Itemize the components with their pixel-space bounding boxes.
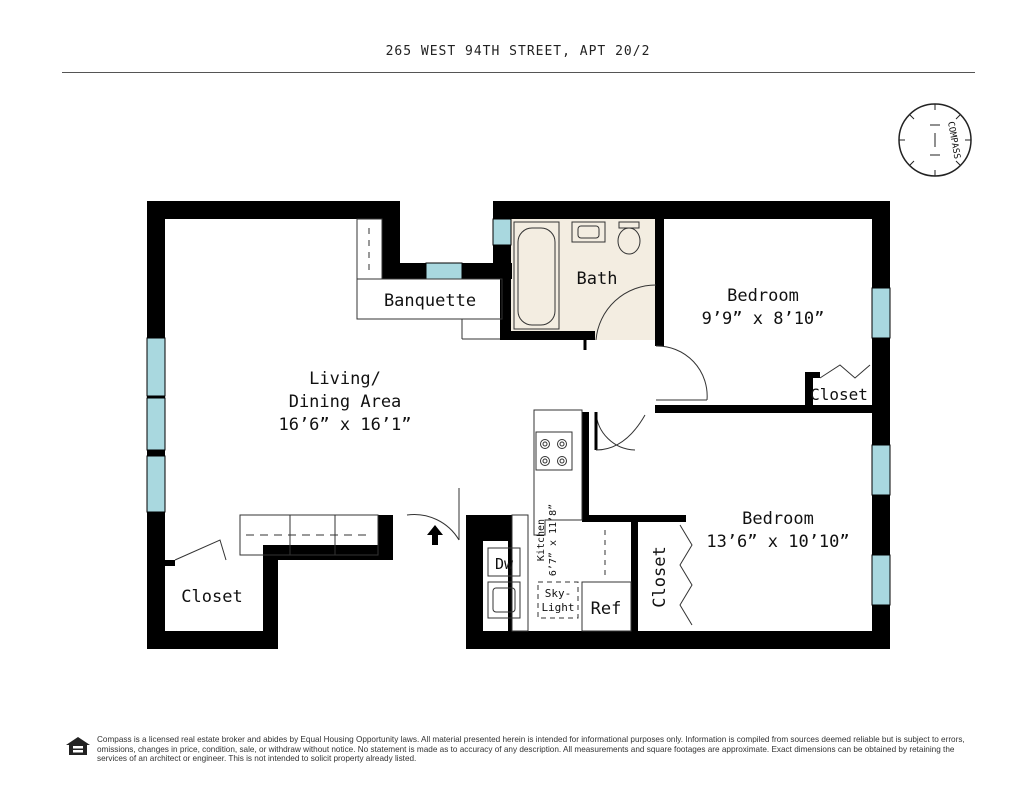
window: [492, 218, 512, 246]
skylight-label-line2: Light: [541, 601, 574, 614]
living-label-line1: Living/: [309, 369, 381, 389]
window: [425, 262, 463, 280]
bedroom1-dimensions: 9’9” x 8’10”: [702, 309, 825, 329]
page-title: 265 WEST 94TH STREET, APT 20/2: [385, 44, 651, 59]
window: [871, 554, 891, 606]
bath-label: Bath: [577, 269, 618, 289]
bedroom2-label: Bedroom: [742, 509, 814, 529]
skylight-label-line1: Sky-: [545, 587, 572, 600]
bedroom2-closet-label: Closet: [650, 546, 670, 607]
compass-icon: COMPASS: [898, 103, 972, 177]
window: [871, 287, 891, 339]
living-label-line2: Dining Area: [289, 392, 402, 412]
equal-housing-icon: [66, 737, 90, 755]
window: [146, 455, 166, 513]
header-rule: [62, 72, 975, 73]
banquette-label: Banquette: [384, 291, 476, 311]
bedroom1-closet-label: Closet: [810, 385, 868, 404]
kitchen-label: Kitchen: [536, 519, 547, 561]
living-dimensions: 16’6” x 16’1”: [278, 415, 411, 435]
window: [146, 397, 166, 451]
compass-label: COMPASS: [945, 121, 961, 160]
refrigerator-label: Ref: [591, 599, 622, 619]
kitchen-dimensions: 6’7” x 11’8”: [548, 504, 559, 576]
window: [871, 444, 891, 496]
entrance-arrow-icon: [427, 525, 443, 545]
dishwasher-label: Dw: [495, 555, 514, 573]
bedroom2-dimensions: 13’6” x 10’10”: [706, 532, 849, 552]
windows: [146, 218, 891, 606]
window: [146, 337, 166, 397]
entry-closet-label: Closet: [181, 587, 242, 607]
disclaimer: Compass is a licensed real estate broker…: [97, 735, 965, 764]
bedroom1-label: Bedroom: [727, 286, 799, 306]
